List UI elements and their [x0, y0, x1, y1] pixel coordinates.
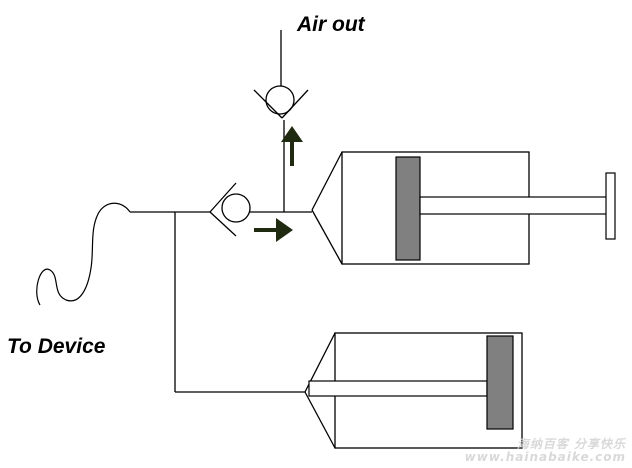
upper-piston-rod: [419, 196, 610, 215]
lower-piston: [486, 335, 514, 430]
watermark-line-1: 海纳百客 分享快乐: [516, 436, 626, 451]
air-out-label: Air out: [297, 13, 365, 36]
lower-piston-rod: [308, 380, 488, 397]
up-flow-arrow-icon: [281, 126, 303, 166]
right-flow-arrow-icon: [254, 218, 293, 242]
upper-rod-handle: [605, 172, 616, 240]
lower-cylinder: [304, 332, 523, 449]
watermark-line-2: www.hainabaike.com: [464, 449, 626, 464]
inlet-check-valve-icon: [209, 182, 251, 237]
watermark: 海纳百客 分享快乐 www.hainabaike.com: [464, 436, 626, 464]
upper-cylinder: [311, 151, 616, 265]
device-hose: [36, 202, 131, 306]
outlet-check-valve-icon: [253, 85, 309, 119]
upper-piston: [395, 156, 421, 261]
to-device-label: To Device: [7, 335, 106, 358]
